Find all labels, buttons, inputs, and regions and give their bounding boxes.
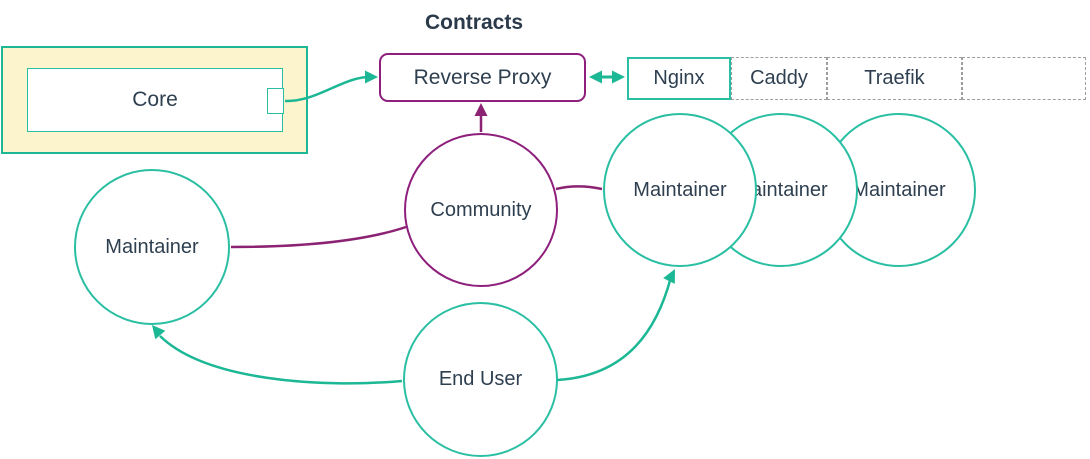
proxy-cell-traefik: Traefik — [827, 57, 962, 100]
core-label: Core — [132, 88, 178, 111]
maintainer-right-1-node: Maintainer — [603, 113, 757, 267]
proxy-cell-caddy: Caddy — [731, 57, 827, 100]
edge-community-to-reverse-proxy — [474, 103, 488, 132]
edge-community-maintainer-right — [555, 185, 603, 191]
community-label: Community — [430, 198, 532, 221]
core-port — [267, 88, 284, 114]
edge-end-user-to-maintainer-right — [556, 269, 675, 382]
end-user-node: End User — [403, 302, 558, 457]
reverse-proxy-node: Reverse Proxy — [379, 53, 586, 102]
edge-end-user-to-maintainer-left — [152, 325, 403, 385]
maintainer-right-1-label: Maintainer — [633, 178, 727, 201]
proxy-cell-nginx: Nginx — [627, 57, 731, 100]
caddy-label: Caddy — [750, 67, 808, 89]
traefik-label: Traefik — [864, 67, 925, 89]
maintainer-right-3-label: Maintainer — [852, 178, 946, 201]
proxy-cell-empty — [962, 57, 1086, 100]
end-user-label: End User — [438, 368, 523, 390]
edge-community-maintainer-left — [230, 225, 407, 249]
nginx-label: Nginx — [653, 67, 705, 89]
reverse-proxy-label: Reverse Proxy — [413, 65, 552, 89]
edge-reverse-proxy-nginx — [589, 70, 625, 84]
maintainer-left-label: Maintainer — [105, 235, 199, 258]
maintainer-right-2-label: Maintainer — [734, 178, 828, 201]
maintainer-left-node: Maintainer — [74, 169, 230, 325]
core-node: Core — [27, 68, 283, 132]
diagram-title: Contracts — [424, 11, 524, 34]
community-node: Community — [404, 133, 558, 287]
